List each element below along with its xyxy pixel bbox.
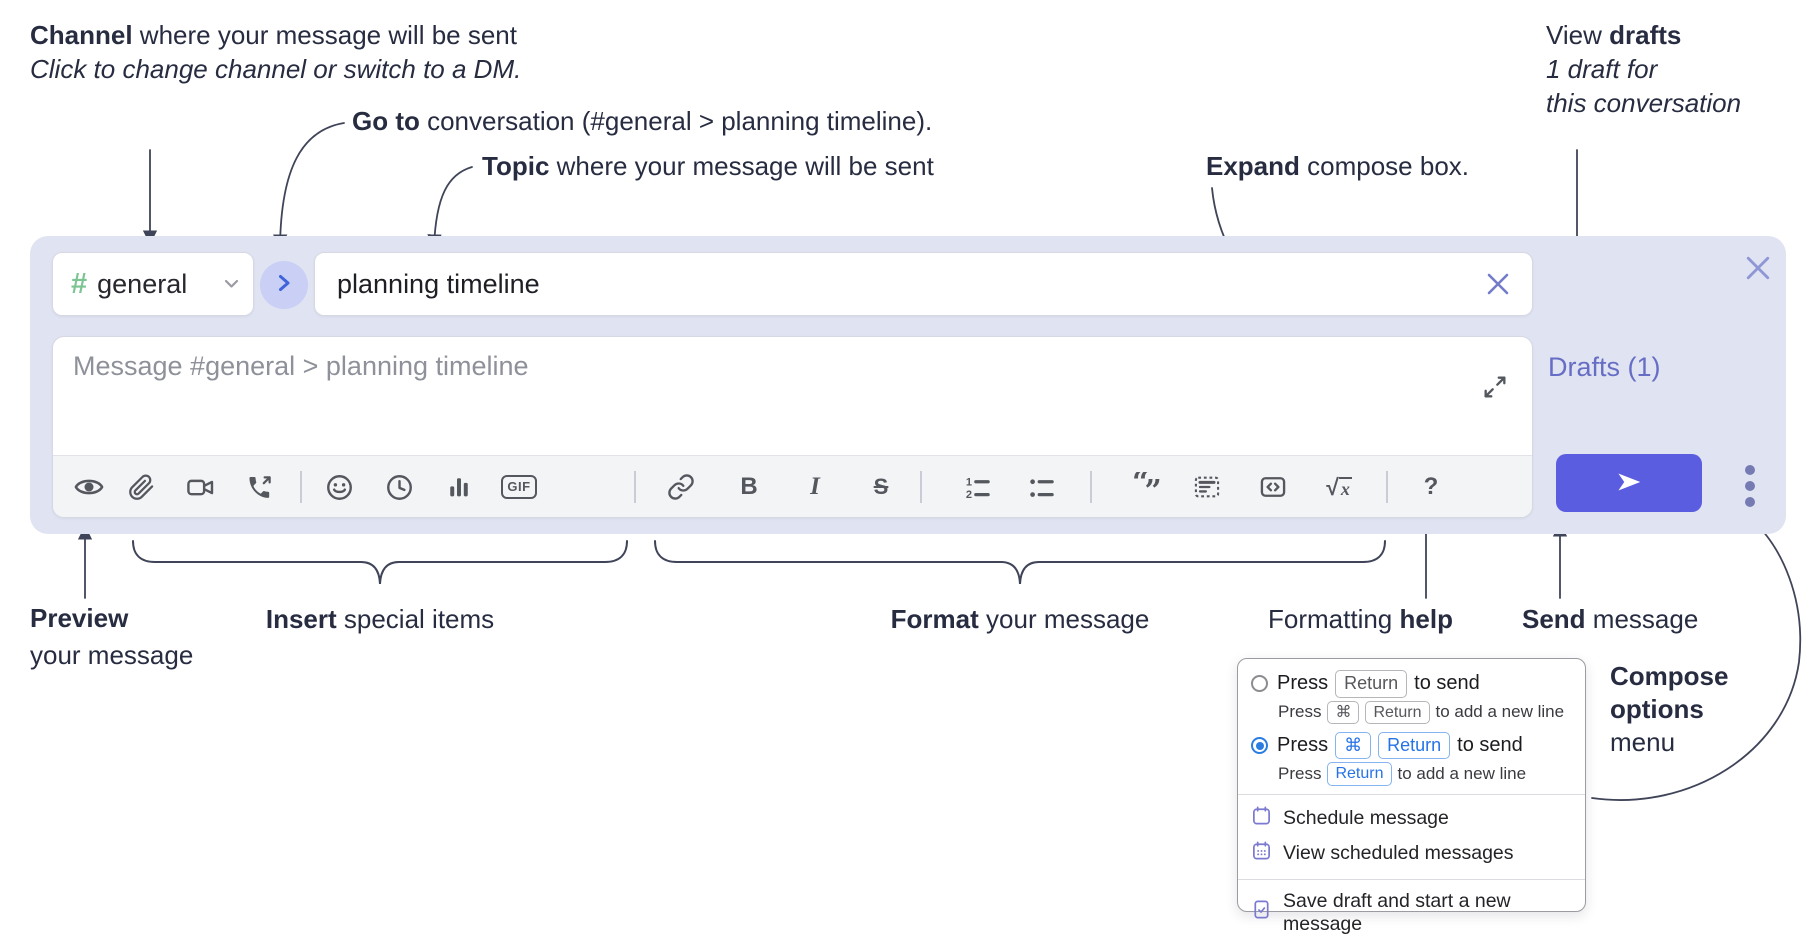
leader-topic [427,166,473,249]
option-text: to send [1457,734,1523,757]
key-return: Return [1378,731,1451,760]
help-icon[interactable]: ? [1423,473,1439,500]
compose-options-kebab-button[interactable] [1737,462,1763,510]
key-return: Return [1327,762,1392,786]
key-return: Return [1365,700,1430,724]
brace-insert [132,540,628,585]
clock-icon[interactable] [377,465,421,509]
bar-chart-poll-icon[interactable] [437,465,481,509]
topic-field [314,252,1533,316]
goto-conversation-button[interactable] [260,261,308,309]
annotation-format: Format your message [890,604,1150,634]
bullet-list-icon[interactable] [1019,465,1063,509]
annotation-expand: Expand compose box. [1206,151,1470,181]
channel-hash-icon: # [71,267,88,300]
svg-text:”: ” [1145,474,1162,502]
blockquote-icon[interactable]: “” [1125,465,1169,509]
send-plane-icon [1614,467,1644,500]
annotation-goto: Go to conversation (#general > planning … [352,106,933,136]
calendar-dots-icon [1251,840,1272,867]
annotation-topic: Topic where your message will be sent [482,151,934,181]
toolbar-divider [300,471,302,503]
gif-icon[interactable]: GIF [497,465,541,509]
option-return-subtext: Press ⌘ Return to add a new line [1278,700,1573,724]
toolbar-divider [634,471,636,503]
menu-item-schedule-message[interactable]: Schedule message [1251,801,1573,836]
compose-options-popup: Press Return to send Press ⌘ Return to a… [1237,658,1586,935]
option-return-to-send[interactable]: Press Return to send [1251,670,1573,698]
expand-compose-icon[interactable] [1479,371,1511,403]
link-icon[interactable] [659,465,703,509]
popup-divider [1238,793,1585,795]
drafts-link[interactable]: Drafts (1) [1548,352,1661,382]
phone-call-icon[interactable] [237,465,281,509]
menu-item-save-draft[interactable]: Save draft and start a new message [1251,886,1573,940]
svg-text:2: 2 [966,489,972,501]
menu-item-view-scheduled[interactable]: View scheduled messages [1251,836,1573,871]
option-cmd-return-to-send[interactable]: Press ⌘ Return to send [1251,731,1573,760]
option-text: to send [1414,672,1480,695]
channel-name: general [97,268,188,299]
annotation-send: Send message [1522,604,1699,634]
emoji-smiley-icon[interactable] [317,465,361,509]
key-cmd: ⌘ [1327,700,1360,724]
close-icon[interactable] [1740,250,1776,286]
calendar-icon [1251,805,1272,832]
annotation-insert: Insert special items [265,604,495,634]
annotation-preview: Preview your message [30,603,194,670]
toolbar-divider [1386,471,1388,503]
message-field: GIF B I S 12 “” √x? [52,336,1533,518]
annotation-compose-options: Compose options menu [1610,661,1729,757]
formula-icon[interactable]: √x [1326,473,1352,500]
leader-goto [272,122,345,249]
radio-selected-icon[interactable] [1251,737,1268,755]
brace-format [654,540,1386,585]
radio-unselected-icon[interactable] [1251,675,1268,693]
inline-code-icon[interactable] [1251,465,1295,509]
compose-box: # general GIF B I S 12 “” √x? [30,236,1786,534]
key-cmd: ⌘ [1335,731,1372,760]
svg-text:“: “ [1132,472,1149,500]
popup-divider [1238,878,1585,880]
toolbar-divider [1090,471,1092,503]
chevron-right-icon [278,274,291,297]
send-button[interactable] [1556,454,1702,512]
attach-paperclip-icon[interactable] [119,465,163,509]
toolbar-divider [920,471,922,503]
channel-selector[interactable]: # general [52,252,254,316]
video-camera-icon[interactable] [178,465,222,509]
kebab-dot [1745,497,1755,507]
preview-eye-icon[interactable] [67,465,111,509]
message-input[interactable] [73,351,1453,451]
key-return: Return [1335,670,1408,698]
file-check-icon [1251,899,1272,926]
option-text: Press [1277,734,1329,757]
annotation-formatting-help: Formatting help [1268,604,1453,634]
kebab-dot [1745,465,1755,475]
kebab-dot [1745,481,1755,491]
code-block-icon[interactable] [1185,465,1229,509]
chevron-down-icon [224,279,239,289]
annotation-channel: Channel where your message will be sent … [30,20,522,84]
option-text: Press [1277,672,1329,695]
italic-icon[interactable]: I [810,473,820,500]
option-cmd-return-subtext: Press Return to add a new line [1278,762,1573,786]
strikethrough-icon[interactable]: S [873,474,889,499]
bold-icon[interactable]: B [740,473,758,500]
clear-topic-icon[interactable] [1478,264,1518,304]
annotation-view-drafts: View drafts 1 draft for this conversatio… [1546,20,1742,118]
topic-input[interactable] [315,268,1478,300]
svg-text:1: 1 [966,476,972,488]
